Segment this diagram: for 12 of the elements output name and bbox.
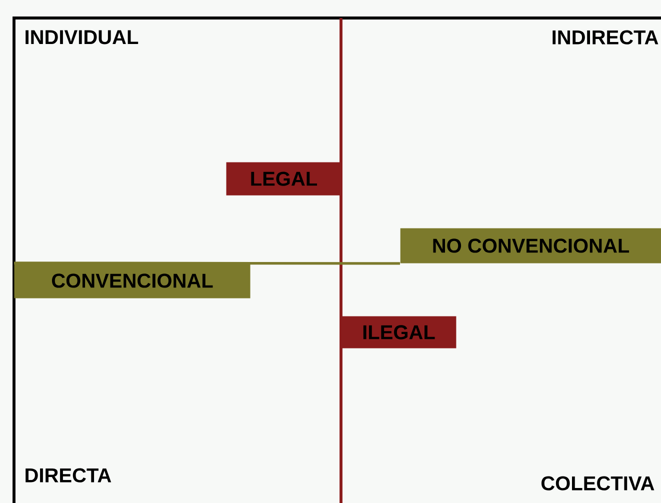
node-label: CONVENCIONAL (52, 274, 213, 288)
node-label: LEGAL (251, 172, 318, 186)
label-box: ILEGAL (341, 316, 456, 348)
node-label: ILEGAL (363, 325, 435, 340)
corner-label: COLECTIVA (541, 476, 654, 490)
label-box: NO CONVENCIONAL (400, 228, 661, 264)
connector-line (14, 262, 400, 265)
corner-label: DIRECTA (26, 468, 112, 482)
corner-label: INDIVIDUAL (26, 30, 138, 44)
corner-label: INDIRECTA (552, 30, 658, 44)
label-box: CONVENCIONAL (14, 263, 250, 298)
label-box: LEGAL (226, 162, 342, 196)
